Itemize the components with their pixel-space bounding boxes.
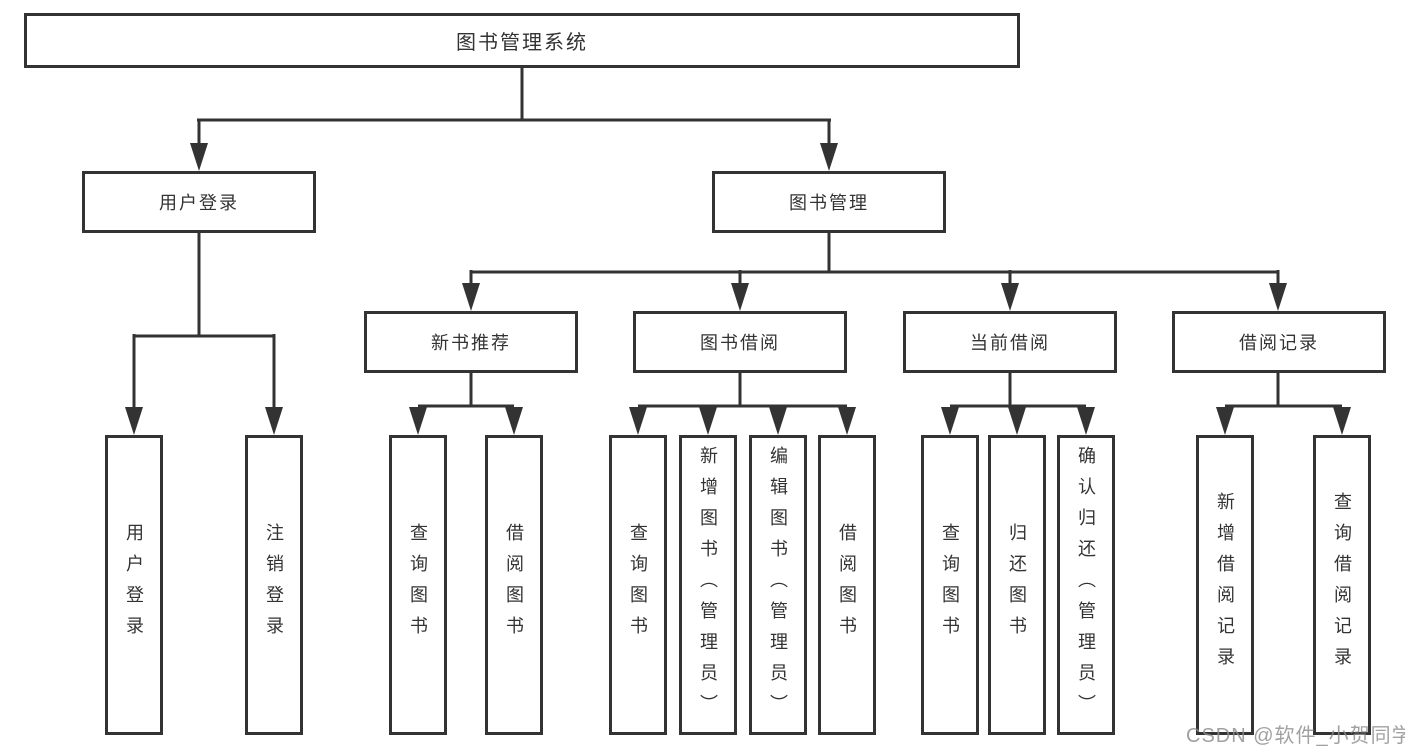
arrowheads (125, 143, 1351, 435)
node-label: 用户登录 (159, 193, 239, 213)
node-book-borrow: 图书借阅 (633, 311, 847, 373)
leaf-edit-books-admin: 编辑图书（管理员） (749, 435, 807, 735)
leaf-logout: 注销登录 (245, 435, 303, 735)
leaf-label: 确认归还（管理员） (1076, 445, 1096, 725)
leaf-borrow-books-recommend: 借阅图书 (485, 435, 543, 735)
node-label: 图书借阅 (700, 333, 780, 353)
leaf-user-login: 用户登录 (105, 435, 163, 735)
leaf-query-books-borrow: 查询图书 (609, 435, 667, 735)
leaf-add-borrow-record: 新增借阅记录 (1196, 435, 1254, 735)
node-new-book-recommend: 新书推荐 (364, 311, 578, 373)
leaf-query-books-current: 查询图书 (921, 435, 979, 735)
node-user-login: 用户登录 (82, 171, 316, 233)
leaf-label: 用户登录 (124, 523, 144, 647)
leaf-confirm-return-admin: 确认归还（管理员） (1057, 435, 1115, 735)
leaf-label: 编辑图书（管理员） (768, 445, 788, 725)
leaf-add-books-admin: 新增图书（管理员） (679, 435, 737, 735)
node-label: 图书管理系统 (456, 32, 588, 54)
leaf-query-borrow-record: 查询借阅记录 (1313, 435, 1371, 735)
node-label: 新书推荐 (431, 333, 511, 353)
node-label: 借阅记录 (1239, 333, 1319, 353)
leaf-label: 借阅图书 (837, 523, 857, 647)
leaf-borrow-books: 借阅图书 (818, 435, 876, 735)
node-current-borrow: 当前借阅 (903, 311, 1117, 373)
leaf-label: 归还图书 (1007, 523, 1027, 647)
csdn-watermark: CSDN @软件_小贺同学 (1186, 725, 1405, 747)
connector-strokes (132, 68, 1342, 408)
node-label: 当前借阅 (970, 333, 1050, 353)
leaf-label: 查询图书 (940, 523, 960, 647)
node-borrow-records: 借阅记录 (1172, 311, 1386, 373)
leaf-label: 查询图书 (628, 523, 648, 647)
node-system-root: 图书管理系统 (24, 13, 1020, 68)
leaf-label: 借阅图书 (504, 523, 524, 647)
node-label: 图书管理 (789, 193, 869, 213)
leaf-label: 新增借阅记录 (1215, 492, 1235, 678)
leaf-label: 新增图书（管理员） (698, 445, 718, 725)
node-book-management: 图书管理 (712, 171, 946, 233)
leaf-query-books-recommend: 查询图书 (389, 435, 447, 735)
leaf-label: 注销登录 (264, 523, 284, 647)
leaf-label: 查询图书 (408, 523, 428, 647)
leaf-return-books: 归还图书 (988, 435, 1046, 735)
leaf-label: 查询借阅记录 (1332, 492, 1352, 678)
